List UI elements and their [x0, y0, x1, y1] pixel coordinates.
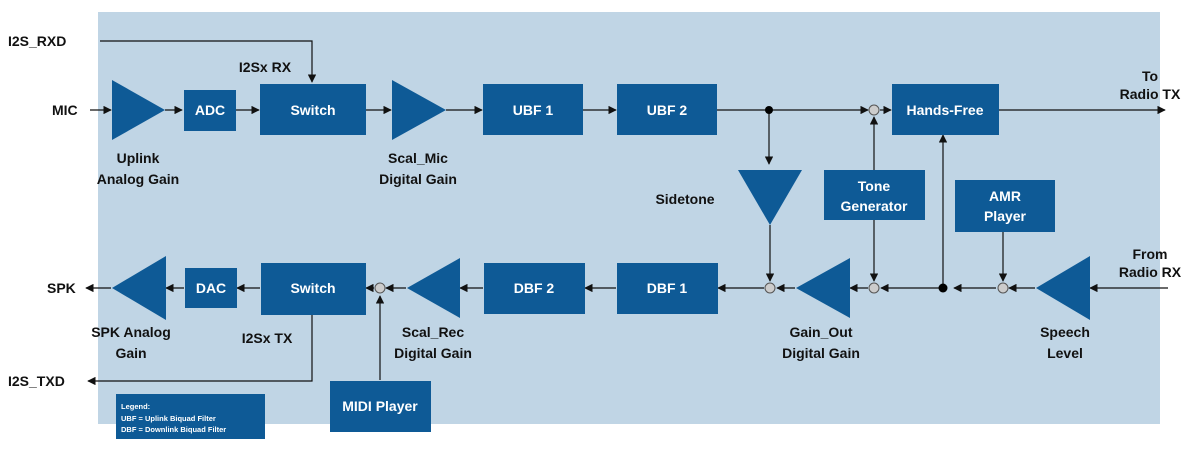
svg-text:Switch: Switch: [290, 280, 335, 296]
svg-text:Legend:: Legend:: [121, 402, 150, 411]
gain-out-label-1: Gain_Out: [789, 324, 852, 340]
svg-text:MIDI Player: MIDI Player: [342, 398, 418, 414]
svg-text:DAC: DAC: [196, 280, 226, 296]
scal-rec-label-2: Digital Gain: [394, 345, 472, 361]
gain-out-label-2: Digital Gain: [782, 345, 860, 361]
split-dot-downlink: [938, 283, 948, 293]
junctions: [374, 104, 1009, 294]
svg-text:ADC: ADC: [195, 102, 225, 118]
sum-node-amr: [997, 282, 1009, 294]
scal-mic-label-1: Scal_Mic: [388, 150, 448, 166]
uplink-wires: [90, 40, 1166, 288]
gain-out-amp: [796, 258, 850, 318]
dac-block: DAC: [185, 268, 237, 308]
svg-text:UBF 2: UBF 2: [647, 102, 688, 118]
i2sx-tx-label: I2Sx TX: [242, 330, 293, 346]
scal-mic-label-2: Digital Gain: [379, 171, 457, 187]
switch-uplink-block: Switch: [260, 84, 366, 135]
mic-label: MIC: [52, 102, 78, 118]
uplink-analog-gain-label-1: Uplink: [117, 150, 160, 166]
dbf2-block: DBF 2: [484, 263, 585, 314]
spk-analog-gain-label-2: Gain: [115, 345, 146, 361]
i2sx-rx-label: I2Sx RX: [239, 59, 292, 75]
to-radio-tx-label-2: Radio TX: [1120, 86, 1181, 102]
svg-text:AMR: AMR: [989, 188, 1021, 204]
sidetone-label: Sidetone: [655, 191, 714, 207]
midi-player-block: MIDI Player: [330, 381, 431, 432]
speech-level-amp: [1036, 256, 1090, 320]
svg-text:DBF = Downlink Biquad Filter: DBF = Downlink Biquad Filter: [121, 425, 226, 434]
svg-text:UBF = Uplink Biquad Filter: UBF = Uplink Biquad Filter: [121, 414, 216, 423]
split-dot-uplink: [765, 106, 773, 114]
sum-node-tone: [868, 282, 880, 294]
svg-text:Switch: Switch: [290, 102, 335, 118]
downlink-wires: [85, 220, 1168, 386]
sum-node-handsfree: [868, 104, 880, 116]
i2s-rxd-label: I2S_RXD: [8, 33, 66, 49]
svg-text:Player: Player: [984, 208, 1027, 224]
svg-text:DBF 1: DBF 1: [647, 280, 688, 296]
adc-block: ADC: [184, 90, 236, 131]
uplink-analog-gain-amp: [112, 80, 165, 140]
spk-analog-gain-label-1: SPK Analog: [91, 324, 171, 340]
ubf2-block: UBF 2: [617, 84, 717, 135]
svg-text:Tone: Tone: [858, 178, 891, 194]
spk-analog-gain-amp: [112, 256, 166, 320]
i2s-txd-label: I2S_TXD: [8, 373, 65, 389]
spk-label: SPK: [47, 280, 76, 296]
svg-text:UBF 1: UBF 1: [513, 102, 554, 118]
sum-node-sidetone: [764, 282, 776, 294]
dbf1-block: DBF 1: [617, 263, 718, 314]
to-radio-tx-label-1: To: [1142, 68, 1158, 84]
svg-text:Generator: Generator: [841, 198, 908, 214]
scal-rec-amp: [407, 258, 460, 318]
hands-free-block: Hands-Free: [892, 84, 999, 135]
tone-generator-block: Tone Generator: [824, 170, 925, 220]
amr-player-block: AMR Player: [955, 180, 1055, 232]
svg-text:Hands-Free: Hands-Free: [906, 102, 983, 118]
svg-text:DBF 2: DBF 2: [514, 280, 555, 296]
sum-node-midi: [374, 282, 386, 294]
from-radio-rx-label-2: Radio RX: [1119, 264, 1182, 280]
speech-level-label-1: Speech: [1040, 324, 1090, 340]
uplink-analog-gain-label-2: Analog Gain: [97, 171, 179, 187]
ubf1-block: UBF 1: [483, 84, 583, 135]
speech-level-label-2: Level: [1047, 345, 1083, 361]
scal-mic-amp: [392, 80, 446, 140]
switch-downlink-block: Switch: [261, 263, 366, 315]
sidetone-amp: [738, 170, 802, 225]
scal-rec-label-1: Scal_Rec: [402, 324, 464, 340]
legend-box: Legend: UBF = Uplink Biquad Filter DBF =…: [116, 394, 265, 439]
from-radio-rx-label-1: From: [1133, 246, 1168, 262]
